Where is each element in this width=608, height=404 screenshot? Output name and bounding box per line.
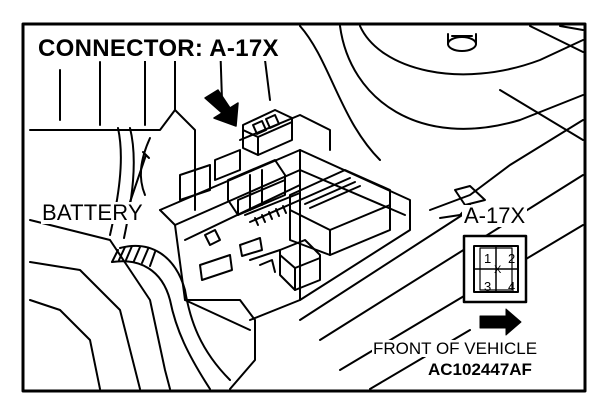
connector-face-diagram — [462, 234, 528, 304]
connector-id-label: A-17X — [462, 203, 528, 228]
connector-a17x-body — [242, 109, 293, 156]
front-of-vehicle-label: FRONT OF VEHICLE — [372, 339, 539, 358]
pin-label: 2 — [508, 251, 516, 266]
pin-label: 3 — [484, 279, 492, 294]
filled-arrow-icon — [204, 89, 239, 127]
battery-label: BATTERY — [41, 200, 144, 225]
housing-top-right — [299, 25, 584, 161]
pin-label: 4 — [508, 279, 516, 294]
connector-title: CONNECTOR: A-17X — [36, 35, 281, 62]
front-arrow-icon — [479, 308, 522, 336]
connector-center-mark: X — [494, 264, 502, 276]
pin-label: 1 — [484, 251, 492, 266]
figure-code: AC102447AF — [427, 360, 533, 379]
battery-leader-line — [127, 154, 147, 209]
